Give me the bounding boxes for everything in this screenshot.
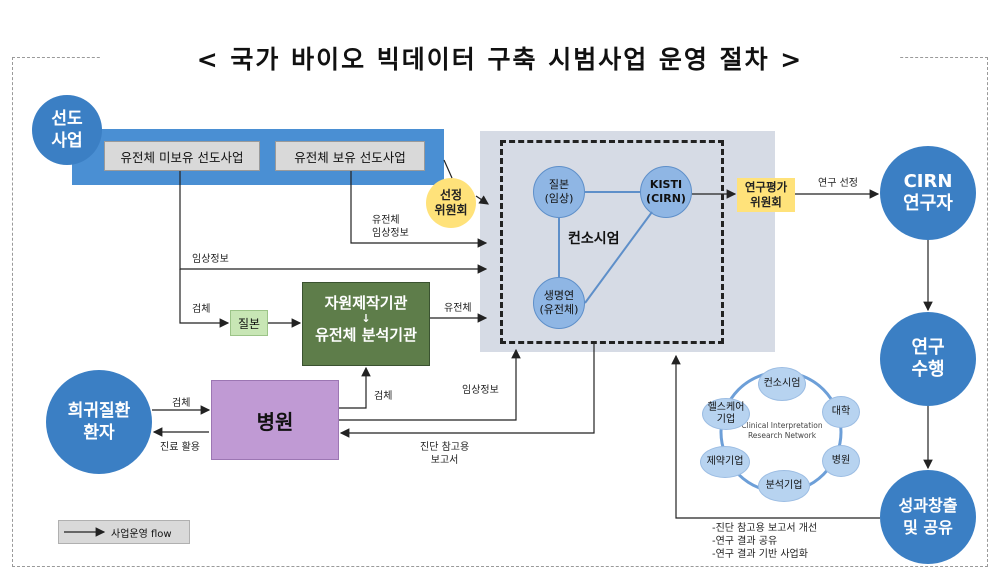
label-diag-report: 진단 참고용 보고서: [420, 442, 470, 466]
resource-box-line2: 유전체 분석기관: [315, 326, 417, 344]
kdca-sample-box: 질본: [230, 310, 268, 336]
network-center-label: Clinical Interpretation Research Network: [741, 421, 823, 440]
label-feedback: -진단 참고용 보고서 개선 -연구 결과 공유 -연구 결과 기반 사업화: [712, 523, 818, 560]
network-node-pharma: 제약기업: [700, 446, 750, 478]
label-genome-clinical: 유전체 임상정보: [372, 215, 409, 239]
resource-genome-box: 자원제작기관 ↓ 유전체 분석기관: [302, 282, 430, 366]
pilot-no-genome-box: 유전체 미보유 선도사업: [104, 141, 260, 171]
label-clinical-info-2: 임상정보: [462, 385, 499, 396]
label-specimen-3: 검체: [172, 398, 191, 409]
resource-arrow-icon: ↓: [361, 312, 371, 325]
outcome-circle: 성과창출 및 공유: [880, 470, 976, 564]
label-research-select: 연구 선정: [818, 178, 858, 189]
hospital-box: 병원: [211, 380, 339, 460]
evaluation-committee: 연구평가 위원회: [737, 178, 795, 212]
consortium-label: 컨소시엄: [568, 231, 620, 247]
network-node-healthcare: 헬스케어 기업: [702, 398, 750, 430]
consortium-node-kisti: KISTI (CIRN): [640, 166, 692, 218]
patient-circle: 희귀질환 환자: [46, 370, 152, 474]
research-circle: 연구 수행: [880, 312, 976, 406]
pilot-circle: 선도 사업: [32, 95, 102, 165]
label-treatment-use: 진료 활용: [160, 442, 200, 453]
network-node-analysis-company: 분석기업: [758, 470, 810, 502]
legend-box: 사업운영 flow: [58, 520, 190, 544]
consortium-panel: [480, 131, 775, 352]
label-clinical-info-1: 임상정보: [192, 254, 229, 265]
consortium-node-kribb: 생명연 (유전체): [533, 277, 585, 329]
network-node-consortium: 컨소시엄: [758, 367, 806, 401]
network-node-hospital: 병원: [822, 445, 860, 477]
pilot-genome-box: 유전체 보유 선도사업: [275, 141, 425, 171]
legend-label: 사업운영 flow: [111, 528, 172, 540]
cirn-researcher-circle: CIRN 연구자: [880, 146, 976, 240]
consortium-node-kdca: 질본 (임상): [533, 166, 585, 218]
label-genome: 유전체: [444, 303, 472, 314]
diagram-title: < 국가 바이오 빅데이터 구축 시범사업 운영 절차 >: [0, 40, 1000, 76]
consortium-dashed-box: [500, 140, 724, 344]
label-specimen-2: 검체: [374, 391, 393, 402]
selection-committee: 선정 위원회: [426, 178, 476, 228]
label-specimen-1: 검체: [192, 304, 211, 315]
resource-box-line1: 자원제작기관: [324, 294, 408, 312]
network-node-university: 대학: [822, 396, 860, 428]
